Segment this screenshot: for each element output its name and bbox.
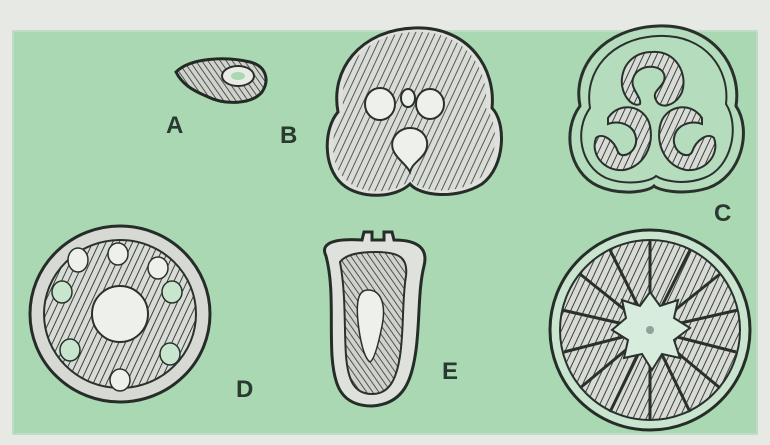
- label-b: B: [280, 122, 297, 150]
- label-a: A: [166, 112, 183, 140]
- label-d: D: [236, 376, 253, 404]
- specimen-b: [327, 28, 501, 195]
- specimen-e: [325, 232, 425, 406]
- specimen-d: [30, 226, 210, 402]
- label-e: E: [442, 358, 458, 386]
- specimen-c: [570, 26, 744, 192]
- specimen-a: [176, 59, 266, 103]
- specimen-radial: [550, 230, 750, 430]
- label-c: C: [714, 200, 731, 228]
